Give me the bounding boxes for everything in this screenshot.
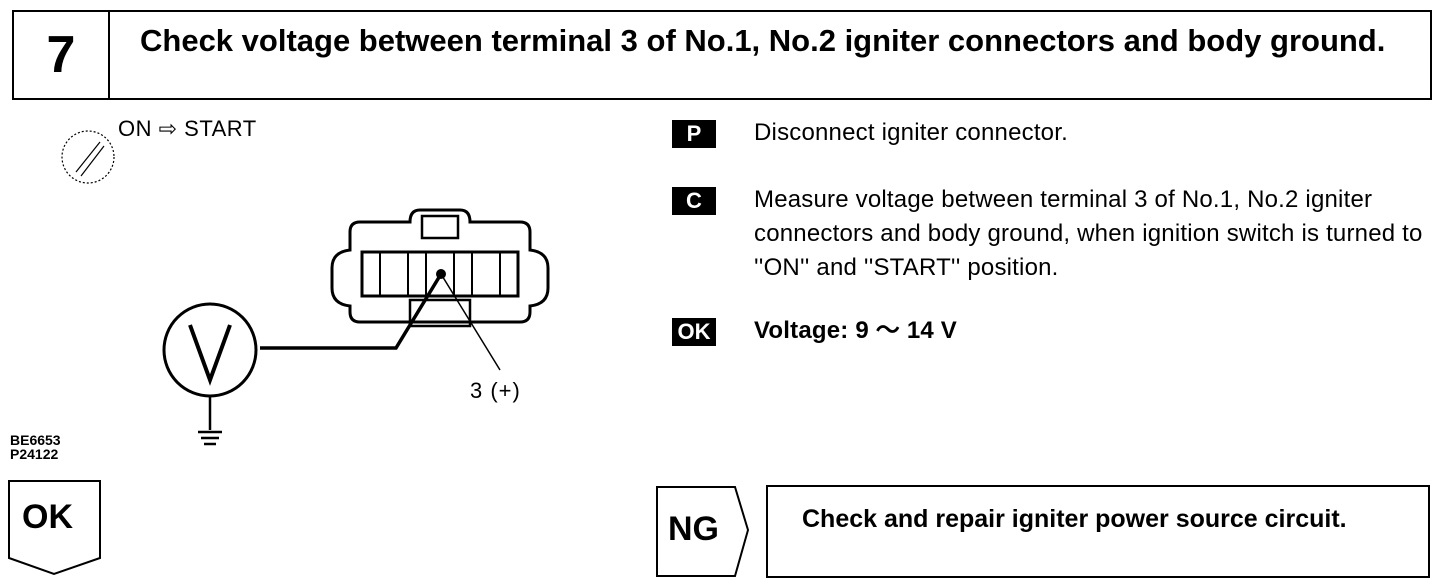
voltage-spec: Voltage: 9 ～ 14 V — [754, 317, 958, 344]
igniter-connector-icon — [330, 208, 550, 328]
reference-codes: BE6653 P24122 — [10, 433, 61, 461]
check-text: Measure voltage between terminal 3 of No… — [754, 186, 1423, 281]
ok-badge: OK — [672, 318, 716, 346]
ground-icon — [198, 396, 222, 446]
ng-action-text: Check and repair igniter power source ci… — [802, 505, 1347, 533]
ref-code-1: BE6653 — [10, 432, 61, 448]
step-title: Check voltage between terminal 3 of No.1… — [140, 23, 1386, 58]
ignition-position-text: ON ⇨ START — [118, 116, 257, 141]
ok-result-label: OK — [22, 498, 73, 536]
ref-code-2: P24122 — [10, 446, 59, 462]
ng-action-box: Check and repair igniter power source ci… — [766, 485, 1430, 578]
prep-badge: P — [672, 120, 716, 148]
step-header: 7 Check voltage between terminal 3 of No… — [12, 10, 1432, 100]
terminal-leader-line — [440, 273, 501, 371]
ng-result-shape — [656, 486, 750, 577]
check-badge: C — [672, 187, 716, 215]
prep-text: Disconnect igniter connector. — [754, 119, 1068, 146]
ignition-key-icon — [61, 130, 115, 184]
ok-result-shape — [8, 480, 101, 576]
step-number: 7 — [14, 12, 110, 98]
connector-illustration — [61, 130, 550, 446]
probe-wire — [260, 273, 443, 350]
ng-result-label: NG — [668, 510, 719, 548]
voltmeter-icon — [162, 302, 258, 398]
terminal-label: 3 (+) — [470, 378, 521, 403]
